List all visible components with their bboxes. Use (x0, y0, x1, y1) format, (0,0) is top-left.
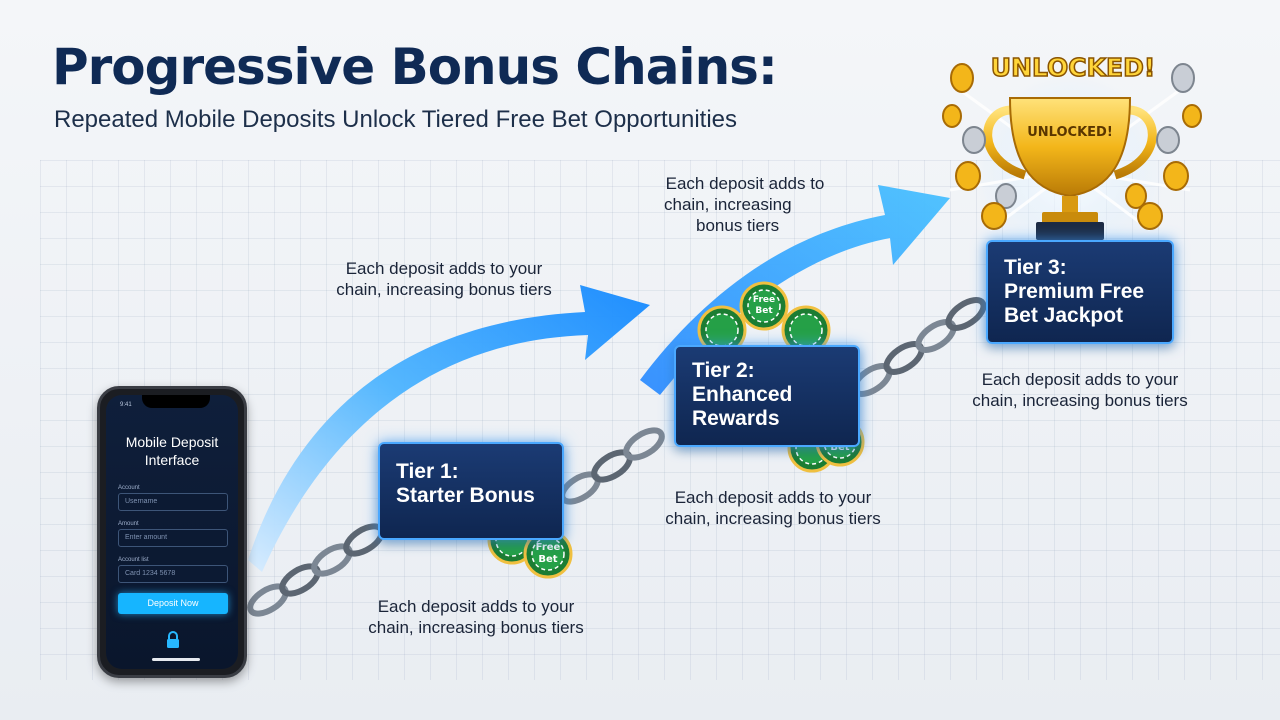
tier-2-name-line2: Rewards (692, 407, 780, 430)
tier-2-name-line1: Enhanced (692, 383, 793, 406)
tier-3-caption-line2: chain, increasing bonus tiers (972, 391, 1188, 410)
chip-label-top: Free (536, 542, 561, 553)
tier-1-title: Tier 1: (396, 460, 459, 483)
amount-field-label: Amount (118, 521, 139, 527)
lock-icon (167, 631, 179, 648)
tier-2-box: Tier 2: Enhanced Rewards (674, 345, 860, 447)
coin-icon (942, 63, 1202, 230)
tier-1-name: Starter Bonus (396, 484, 535, 507)
tier-3-title: Tier 3: (1004, 256, 1067, 279)
tier-3-name-line2: Bet Jackpot (1004, 304, 1124, 327)
unlocked-banner: UNLOCKED! (991, 53, 1155, 82)
tier-2-caption-line2: chain, increasing bonus tiers (665, 509, 881, 528)
phone-screen: 9:41 Mobile Deposit Interface Account Us… (106, 395, 238, 669)
mobile-phone: 9:41 Mobile Deposit Interface Account Us… (97, 386, 247, 678)
phone-screen-title: Mobile Deposit Interface (125, 434, 219, 468)
tier-2-title: Tier 2: (692, 359, 755, 382)
chip-label-top: Free (753, 295, 775, 305)
page-title: Progressive Bonus Chains: (52, 38, 778, 96)
arrow-icon (248, 285, 650, 572)
status-time: 9:41 (120, 402, 132, 408)
tier-3-caption: Each deposit adds to your chain, increas… (955, 369, 1205, 411)
arrow-2-caption-line2: chain, increasing (664, 195, 792, 214)
arrow-icon (640, 185, 950, 395)
chip-label-bottom: Bet (830, 442, 849, 453)
tier-1-box: Tier 1: Starter Bonus (378, 442, 564, 540)
account-list-label: Account list (118, 557, 149, 563)
tier-1-caption: Each deposit adds to your chain, increas… (352, 596, 600, 638)
deposit-now-button[interactable]: Deposit Now (118, 593, 228, 614)
tier-2-caption-line1: Each deposit adds to your (674, 488, 872, 507)
account-field-label: Account (118, 485, 140, 491)
chip-label-bottom: Bet (538, 554, 557, 565)
tier-3-name-line1: Premium Free (1004, 280, 1145, 303)
home-indicator (152, 658, 200, 661)
tier-3-box: Tier 3: Premium Free Bet Jackpot (986, 240, 1174, 344)
arrow-2-caption: Each deposit adds to chain, increasing b… (656, 173, 834, 236)
account-list-field[interactable]: Card 1234 5678 (118, 565, 228, 583)
account-field[interactable]: Username (118, 493, 228, 511)
phone-notch (142, 395, 210, 408)
arrow-1-caption: Each deposit adds to your chain, increas… (322, 258, 566, 300)
tier-2-caption: Each deposit adds to your chain, increas… (648, 487, 898, 529)
tier-3-caption-line1: Each deposit adds to your (981, 370, 1179, 389)
page-subtitle: Repeated Mobile Deposits Unlock Tiered F… (54, 106, 738, 133)
tier-1-caption-line2: chain, increasing bonus tiers (368, 618, 584, 637)
tier-1-caption-line1: Each deposit adds to your (377, 597, 575, 616)
chain-icon (247, 297, 987, 617)
arrow-1-caption-line2: chain, increasing bonus tiers (336, 280, 552, 299)
amount-field[interactable]: Enter amount (118, 529, 228, 547)
arrow-1-caption-line1: Each deposit adds to your (345, 259, 543, 278)
trophy-plate-text: UNLOCKED! (1027, 125, 1113, 140)
arrow-2-caption-line3: bonus tiers (696, 216, 780, 235)
trophy-icon: UNLOCKED! (949, 75, 1191, 265)
chip-label-bottom: Bet (755, 306, 773, 316)
arrow-2-caption-line1: Each deposit adds to (665, 174, 825, 193)
